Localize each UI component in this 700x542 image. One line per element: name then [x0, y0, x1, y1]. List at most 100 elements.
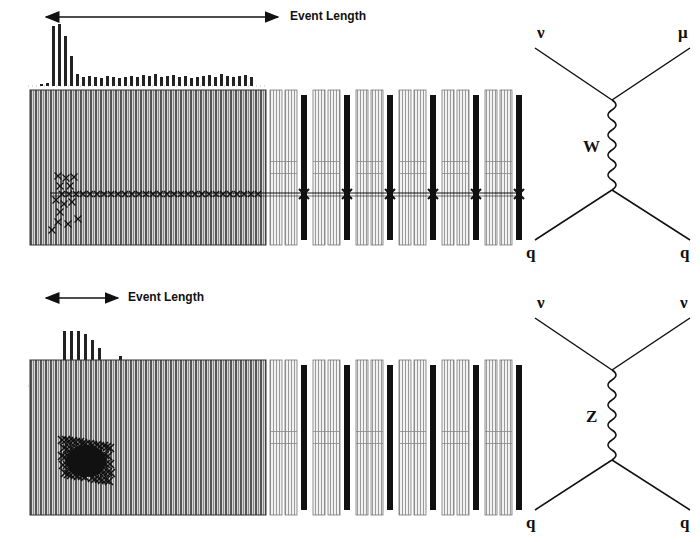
histogram-bar	[58, 24, 61, 86]
toroid-plate	[285, 90, 297, 245]
histogram-bar	[106, 76, 109, 86]
hit-mark	[55, 173, 62, 180]
histogram-bar	[52, 26, 55, 86]
toroid-plate	[371, 90, 383, 245]
toroid-spectrometer	[270, 90, 522, 515]
hit-mark	[61, 469, 69, 477]
hit-mark	[49, 227, 56, 234]
toroid-plate	[285, 360, 297, 515]
toroid-plate	[356, 360, 368, 515]
hit-mark	[248, 191, 254, 197]
hit-mark	[385, 189, 395, 199]
particle-label: W	[583, 138, 600, 155]
hit-mark	[104, 468, 112, 476]
histogram-bar	[142, 75, 145, 86]
particle-label: q	[526, 244, 535, 261]
hit-mark	[241, 191, 247, 197]
hit-mark	[192, 191, 198, 197]
hit-mark	[178, 191, 184, 197]
histogram-bar	[190, 78, 193, 86]
axis-label: Event Length	[290, 10, 366, 22]
hit-mark	[213, 191, 219, 197]
calorimeter	[30, 90, 266, 245]
particle-label: ν	[680, 294, 688, 311]
histogram-bar	[226, 76, 229, 86]
toroid-plate	[270, 90, 282, 245]
histogram-bar	[136, 77, 139, 86]
toroid-plate	[500, 90, 512, 245]
histogram-bar	[46, 83, 49, 86]
hit-mark	[75, 216, 82, 223]
hit-mark	[94, 191, 100, 197]
hit-mark	[255, 191, 261, 197]
histogram-bar	[100, 78, 103, 86]
hit-mark	[65, 221, 72, 228]
particle-label: ν	[537, 24, 545, 41]
muon-track	[50, 193, 522, 194]
histogram-bar	[70, 56, 73, 86]
hit-mark	[129, 191, 135, 197]
hit-mark	[220, 191, 226, 197]
toroid-plate	[328, 90, 340, 245]
hit-mark	[67, 183, 74, 190]
toroid-plate	[457, 360, 469, 515]
toroid-plate	[371, 360, 383, 515]
toroid-plate	[356, 90, 368, 245]
toroid-plate	[442, 90, 454, 245]
hit-mark	[106, 460, 114, 468]
hit-mark	[342, 189, 352, 199]
toroid-plate	[457, 90, 469, 245]
hit-mark	[115, 191, 121, 197]
drift-chamber	[430, 365, 436, 510]
axis-label: Event Length	[128, 291, 204, 303]
histogram-bar	[244, 75, 247, 86]
histogram-bar	[178, 77, 181, 86]
toroid-plate	[485, 90, 497, 245]
particle-label: ν	[537, 294, 545, 311]
hit-mark	[87, 191, 93, 197]
hit-mark	[69, 199, 76, 206]
hit-mark	[100, 442, 108, 450]
histogram-bar	[172, 75, 175, 86]
histogram-bar	[250, 77, 253, 86]
hit-mark	[59, 191, 65, 197]
hit-mark	[227, 191, 233, 197]
hit-mark	[299, 189, 309, 199]
hit-mark	[428, 189, 438, 199]
histogram-bar	[154, 74, 157, 86]
drift-chamber	[516, 95, 522, 240]
hit-mark	[101, 191, 107, 197]
histogram-bar	[238, 76, 241, 86]
drift-chamber	[387, 95, 393, 240]
drift-chamber	[387, 365, 393, 510]
drift-chamber	[301, 95, 307, 240]
length-arrow	[46, 297, 118, 299]
particle-label: μ	[678, 24, 688, 41]
particle-label: q	[680, 244, 689, 261]
toroid-plate	[485, 360, 497, 515]
hit-mark	[199, 191, 205, 197]
hit-mark	[136, 191, 142, 197]
hit-mark	[234, 191, 240, 197]
hit-mark	[57, 209, 64, 216]
toroid-plate	[500, 360, 512, 515]
drift-chamber	[344, 365, 350, 510]
histogram-bar	[76, 74, 79, 86]
histogram-bar	[40, 84, 43, 86]
hit-mark	[73, 191, 79, 197]
hit-mark	[66, 191, 72, 197]
hit-mark	[171, 191, 177, 197]
histogram-bar	[124, 77, 127, 86]
histogram-bar	[82, 77, 85, 86]
hit-mark	[157, 191, 163, 197]
hit-mark	[108, 191, 114, 197]
calorimeter	[30, 360, 266, 515]
shower-core	[66, 445, 106, 477]
histogram-bar	[202, 76, 205, 86]
histogram-bar	[166, 76, 169, 86]
hit-mark	[514, 189, 524, 199]
toroid-plate	[414, 360, 426, 515]
toroid-plate	[399, 90, 411, 245]
